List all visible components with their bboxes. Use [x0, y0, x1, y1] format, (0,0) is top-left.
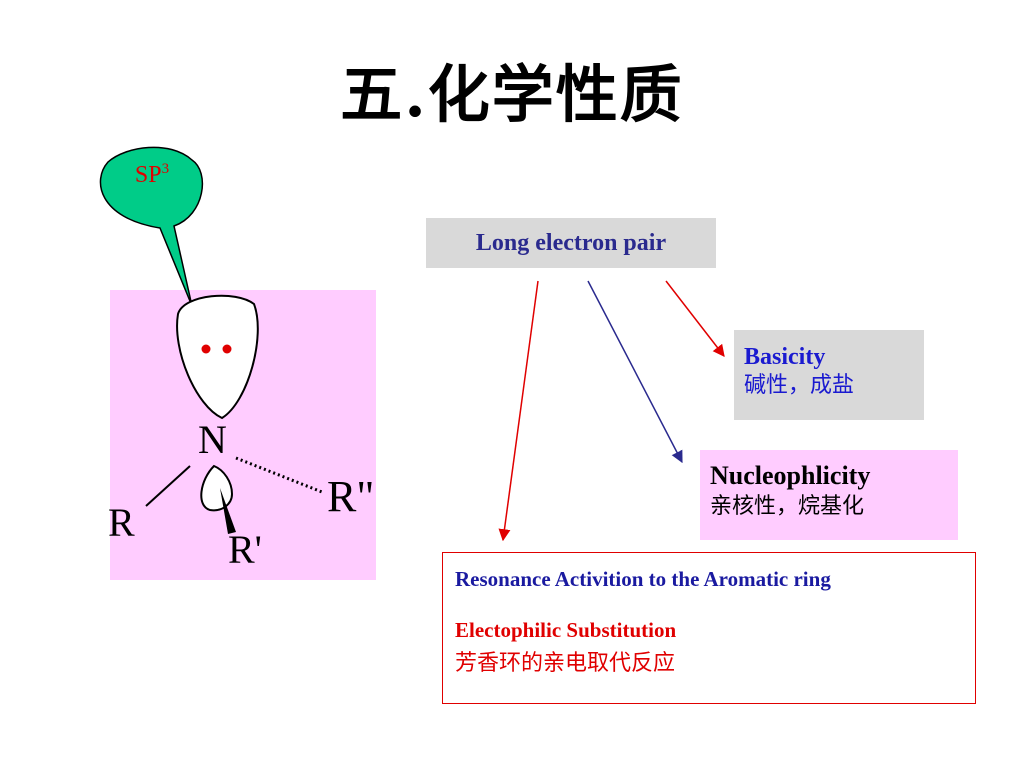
lone-pair-dot-left [201, 344, 211, 354]
bond-n-r [145, 465, 191, 507]
basicity-label: Basicity [744, 344, 826, 370]
arrow-to-nucleophilicity [587, 280, 683, 464]
lone-pair-dot-right [222, 344, 232, 354]
sp3-callout-bubble [99, 146, 204, 307]
substituent-r-double-prime: R" [327, 472, 375, 521]
basicity-label-zh: 碱性，成盐 [744, 373, 855, 398]
basicity-box: Basicity 碱性，成盐 [734, 330, 924, 420]
sp3-orbital-lobe [176, 294, 259, 420]
sp3-lower-lobe [200, 464, 234, 512]
lone-electron-pair-label: Long electron pair [475, 229, 667, 256]
arrow-to-basicity [665, 280, 725, 357]
nucleophilicity-label: Nucleophlicity [710, 461, 871, 490]
bond-n-r-prime-wedge [220, 488, 236, 534]
nucleophilicity-label-zh: 亲核性，烷基化 [710, 493, 865, 519]
atom-nitrogen: N [198, 417, 227, 462]
nucleophilicity-box: Nucleophlicity 亲核性，烷基化 [700, 450, 958, 540]
arrow-to-resonance [498, 280, 539, 542]
resonance-box: Resonance Activition to the Aromatic rin… [442, 552, 976, 704]
substitution-title-zh: 芳香环的亲电取代反应 [455, 651, 676, 676]
substitution-title: Electophilic Substitution [455, 618, 677, 642]
page-title: 五.化学性质 [340, 58, 684, 131]
lone-electron-pair-box: Long electron pair [426, 218, 716, 268]
substituent-r-prime: R' [228, 527, 262, 572]
bond-n-r-double-prime-hashed [235, 456, 323, 494]
sp3-superscript: 3 [161, 161, 170, 177]
resonance-title: Resonance Activition to the Aromatic rin… [455, 567, 831, 591]
substituent-r: R [108, 500, 135, 545]
sp3-label: SP3 [134, 161, 170, 188]
